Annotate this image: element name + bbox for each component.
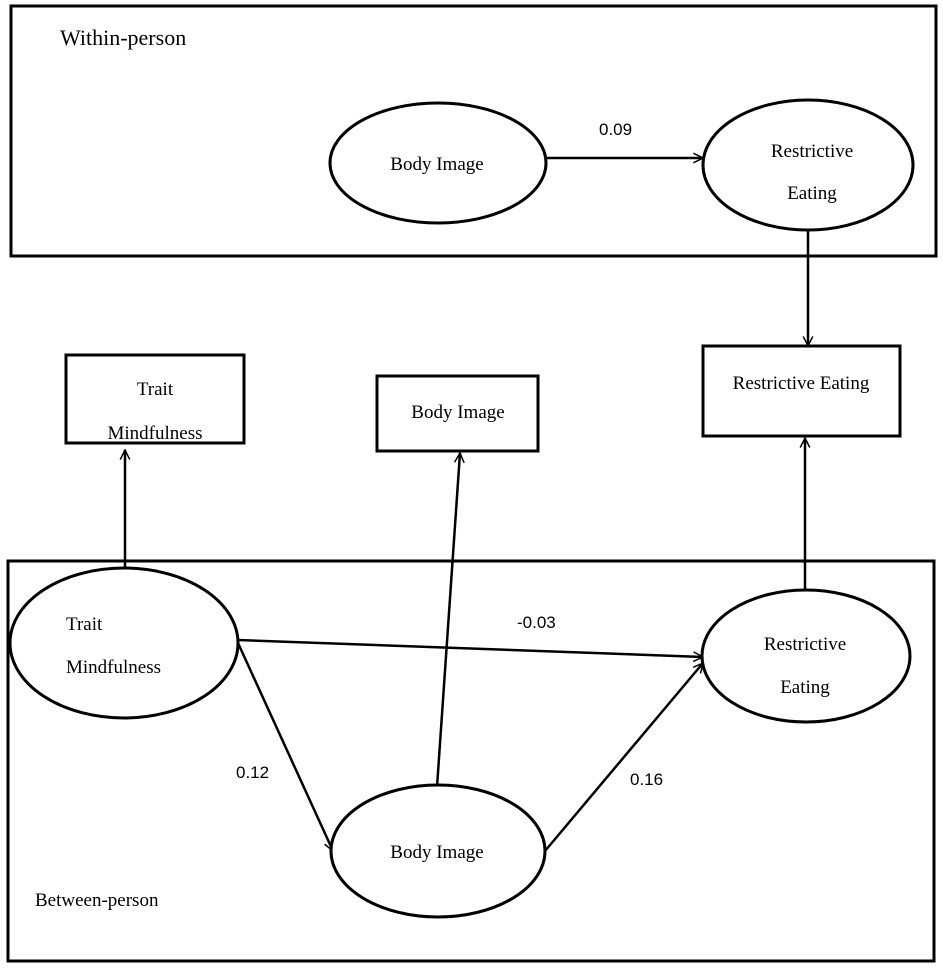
indicator-body-image-label: Body Image xyxy=(411,402,504,423)
between-trait-mindfulness-node xyxy=(8,566,240,720)
within-person-title: Within-person xyxy=(60,25,186,50)
within-body-image-label: Body Image xyxy=(390,154,483,175)
body-image-to-indicator-arrow xyxy=(435,453,460,788)
indicator-restrictive-eating-label: Restrictive Eating xyxy=(733,373,870,394)
between-restrictive-eating-label-1: Restrictive xyxy=(764,634,846,655)
between-person-title: Between-person xyxy=(35,890,159,911)
indicator-body-image xyxy=(375,374,540,453)
within-restrictive-eating-label-1: Restrictive xyxy=(771,141,853,162)
indicator-trait-mindfulness-label-2: Mindfulness xyxy=(108,423,203,444)
between-trait-mindfulness-label-1: Trait xyxy=(66,614,103,635)
between-trait-mindfulness-label-2: Mindfulness xyxy=(66,657,161,678)
mindfulness-to-body-coefficient: 0.12 xyxy=(236,763,269,782)
within-restrictive-eating-label-2: Eating xyxy=(787,183,837,204)
indicator-trait-mindfulness-label-1: Trait xyxy=(137,379,174,400)
between-body-image-node xyxy=(329,783,547,919)
body-to-restrictive-coefficient: 0.16 xyxy=(630,770,663,789)
mindfulness-to-restrictive-arrow xyxy=(237,638,703,657)
between-restrictive-eating-label-2: Eating xyxy=(780,677,830,698)
between-body-image-label: Body Image xyxy=(390,842,483,863)
indicator-trait-mindfulness xyxy=(64,353,246,445)
between-person-frame xyxy=(6,559,936,963)
body-to-restrictive-arrow xyxy=(544,663,703,852)
within-person-frame xyxy=(9,4,938,258)
within-path-coefficient: 0.09 xyxy=(599,120,632,139)
between-restrictive-eating-node xyxy=(700,588,912,724)
mindfulness-to-restrictive-coefficient: -0.03 xyxy=(517,613,556,632)
within-restrictive-eating-node xyxy=(701,98,915,232)
indicator-restrictive-eating xyxy=(701,344,902,438)
mindfulness-to-body-arrow xyxy=(236,642,335,851)
within-body-image-node xyxy=(328,101,548,225)
